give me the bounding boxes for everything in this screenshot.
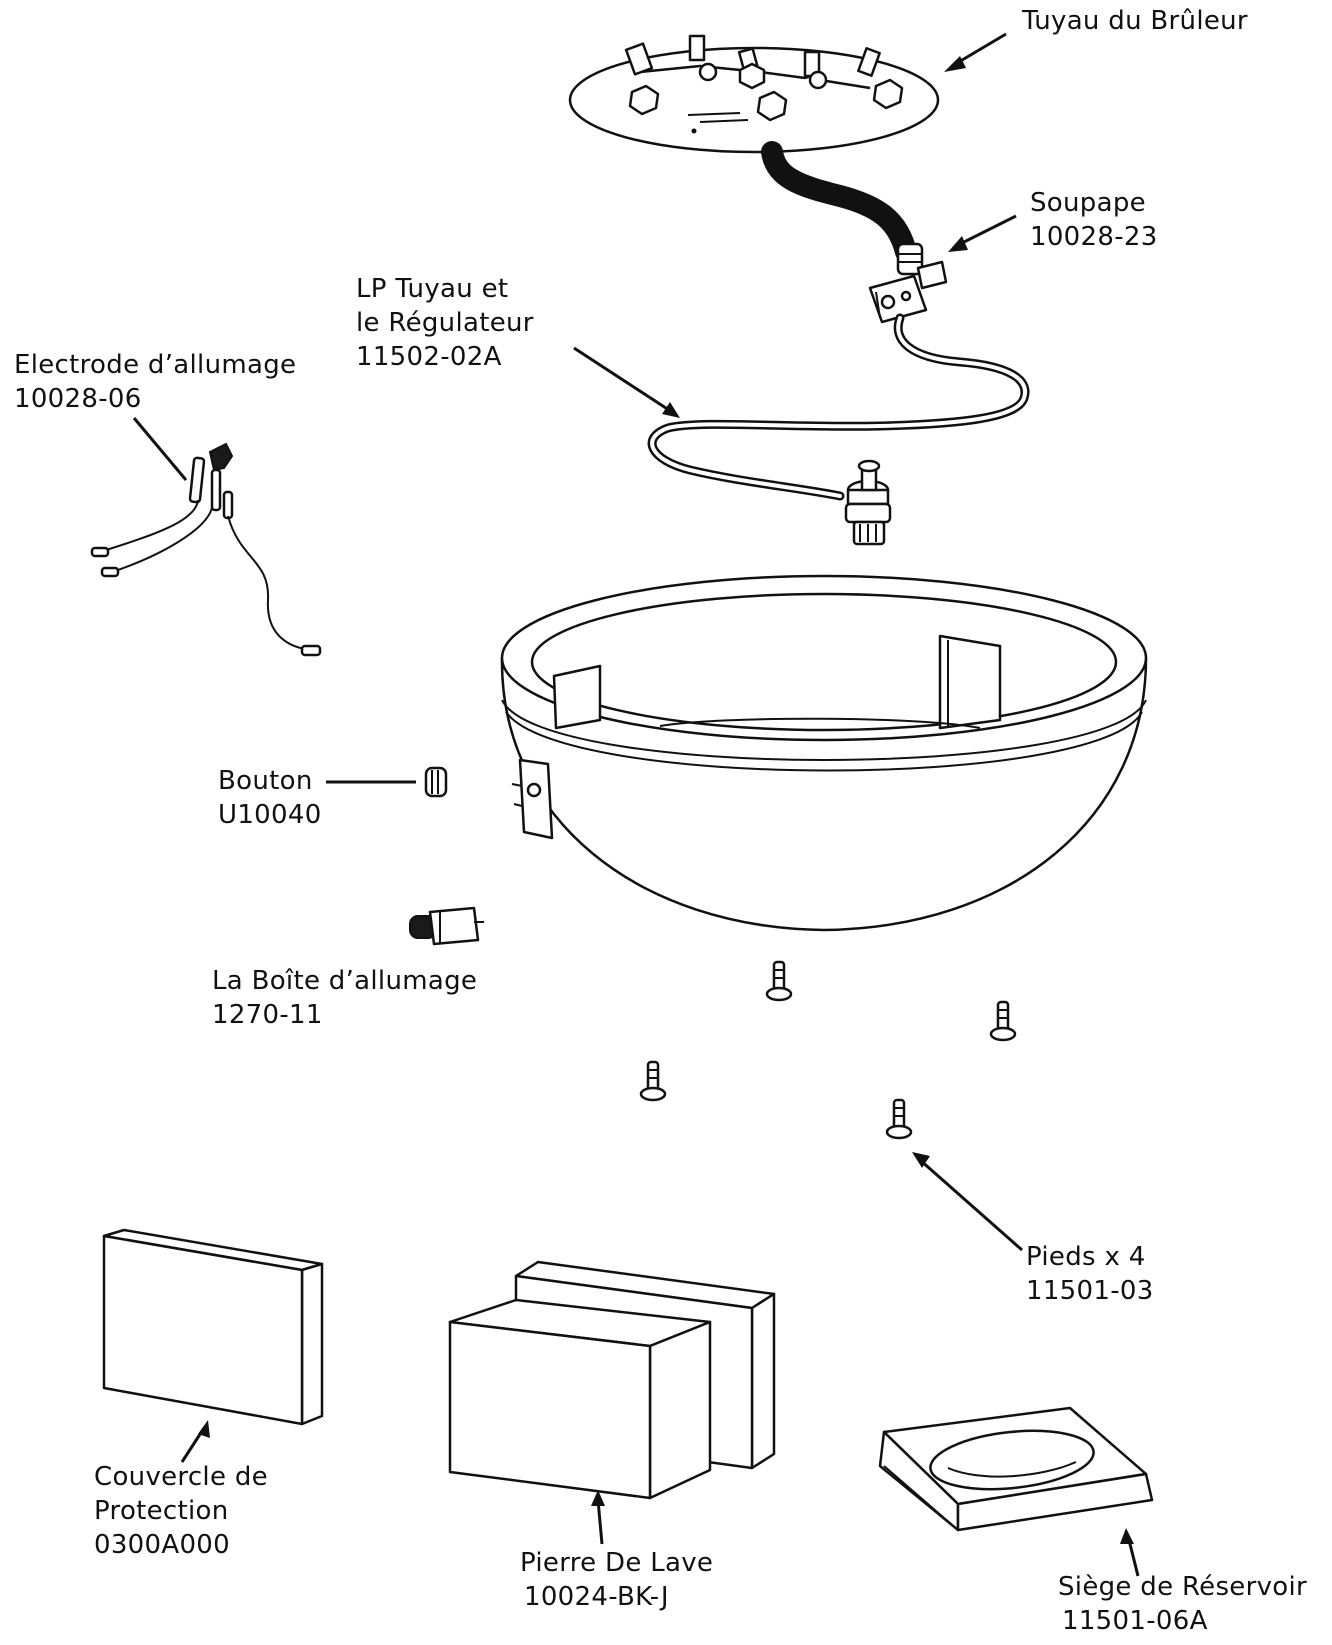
lp-hose xyxy=(647,313,1030,501)
leveling-foot-3 xyxy=(639,1060,667,1102)
label-cover-code: 0300A000 xyxy=(94,1530,230,1560)
label-ignition-box-name: La Boîte d’allumage xyxy=(212,966,478,996)
label-electrode-name: Electrode d’allumage xyxy=(14,350,297,380)
label-valve-code: 10028-23 xyxy=(1030,222,1158,252)
label-burner-pipe: Tuyau du Brûleur xyxy=(1022,6,1248,36)
label-lava-code: 10024-BK-J xyxy=(524,1582,669,1612)
protective-cover xyxy=(102,1228,324,1426)
label-feet-code: 11501-03 xyxy=(1026,1276,1154,1306)
burner-pan xyxy=(568,34,940,154)
control-knob xyxy=(424,766,448,798)
leader-electrode xyxy=(132,417,188,481)
leveling-foot-4 xyxy=(885,1098,913,1140)
leveling-foot-1 xyxy=(765,960,793,1002)
label-cover-line2: Protection xyxy=(94,1496,229,1526)
leader-lava xyxy=(591,1490,605,1545)
label-tank-seat-name: Siège de Réservoir xyxy=(1058,1572,1307,1602)
leader-valve xyxy=(948,214,1017,252)
leader-burner xyxy=(944,32,1007,72)
leader-cover xyxy=(180,1420,210,1463)
label-feet-name: Pieds x 4 xyxy=(1026,1242,1146,1272)
leader-tank-seat xyxy=(1120,1528,1140,1577)
valve-assembly xyxy=(868,242,948,324)
label-lava-name: Pierre De Lave xyxy=(520,1548,714,1578)
label-hose-code: 11502-02A xyxy=(356,342,502,372)
label-knob-code: U10040 xyxy=(218,800,322,830)
label-cover-line1: Couvercle de xyxy=(94,1462,268,1492)
flex-gas-hose xyxy=(761,141,917,263)
tank-seat xyxy=(878,1406,1154,1532)
leader-hose xyxy=(573,346,680,418)
ignition-electrode xyxy=(90,442,322,657)
label-knob-name: Bouton xyxy=(218,766,313,796)
label-electrode-code: 10028-06 xyxy=(14,384,142,414)
label-ignition-box-code: 1270-11 xyxy=(212,1000,323,1030)
regulator xyxy=(844,459,892,546)
label-hose-line1: LP Tuyau et xyxy=(356,274,509,304)
leader-feet xyxy=(912,1152,1023,1252)
label-hose-line2: le Régulateur xyxy=(356,308,534,338)
fire-bowl xyxy=(500,574,1148,932)
ignition-box xyxy=(409,906,484,946)
label-valve-name: Soupape xyxy=(1030,188,1146,218)
lava-rock-boxes xyxy=(448,1260,776,1500)
label-tank-seat-code: 11501-06A xyxy=(1062,1606,1208,1636)
leveling-foot-2 xyxy=(989,1000,1017,1042)
